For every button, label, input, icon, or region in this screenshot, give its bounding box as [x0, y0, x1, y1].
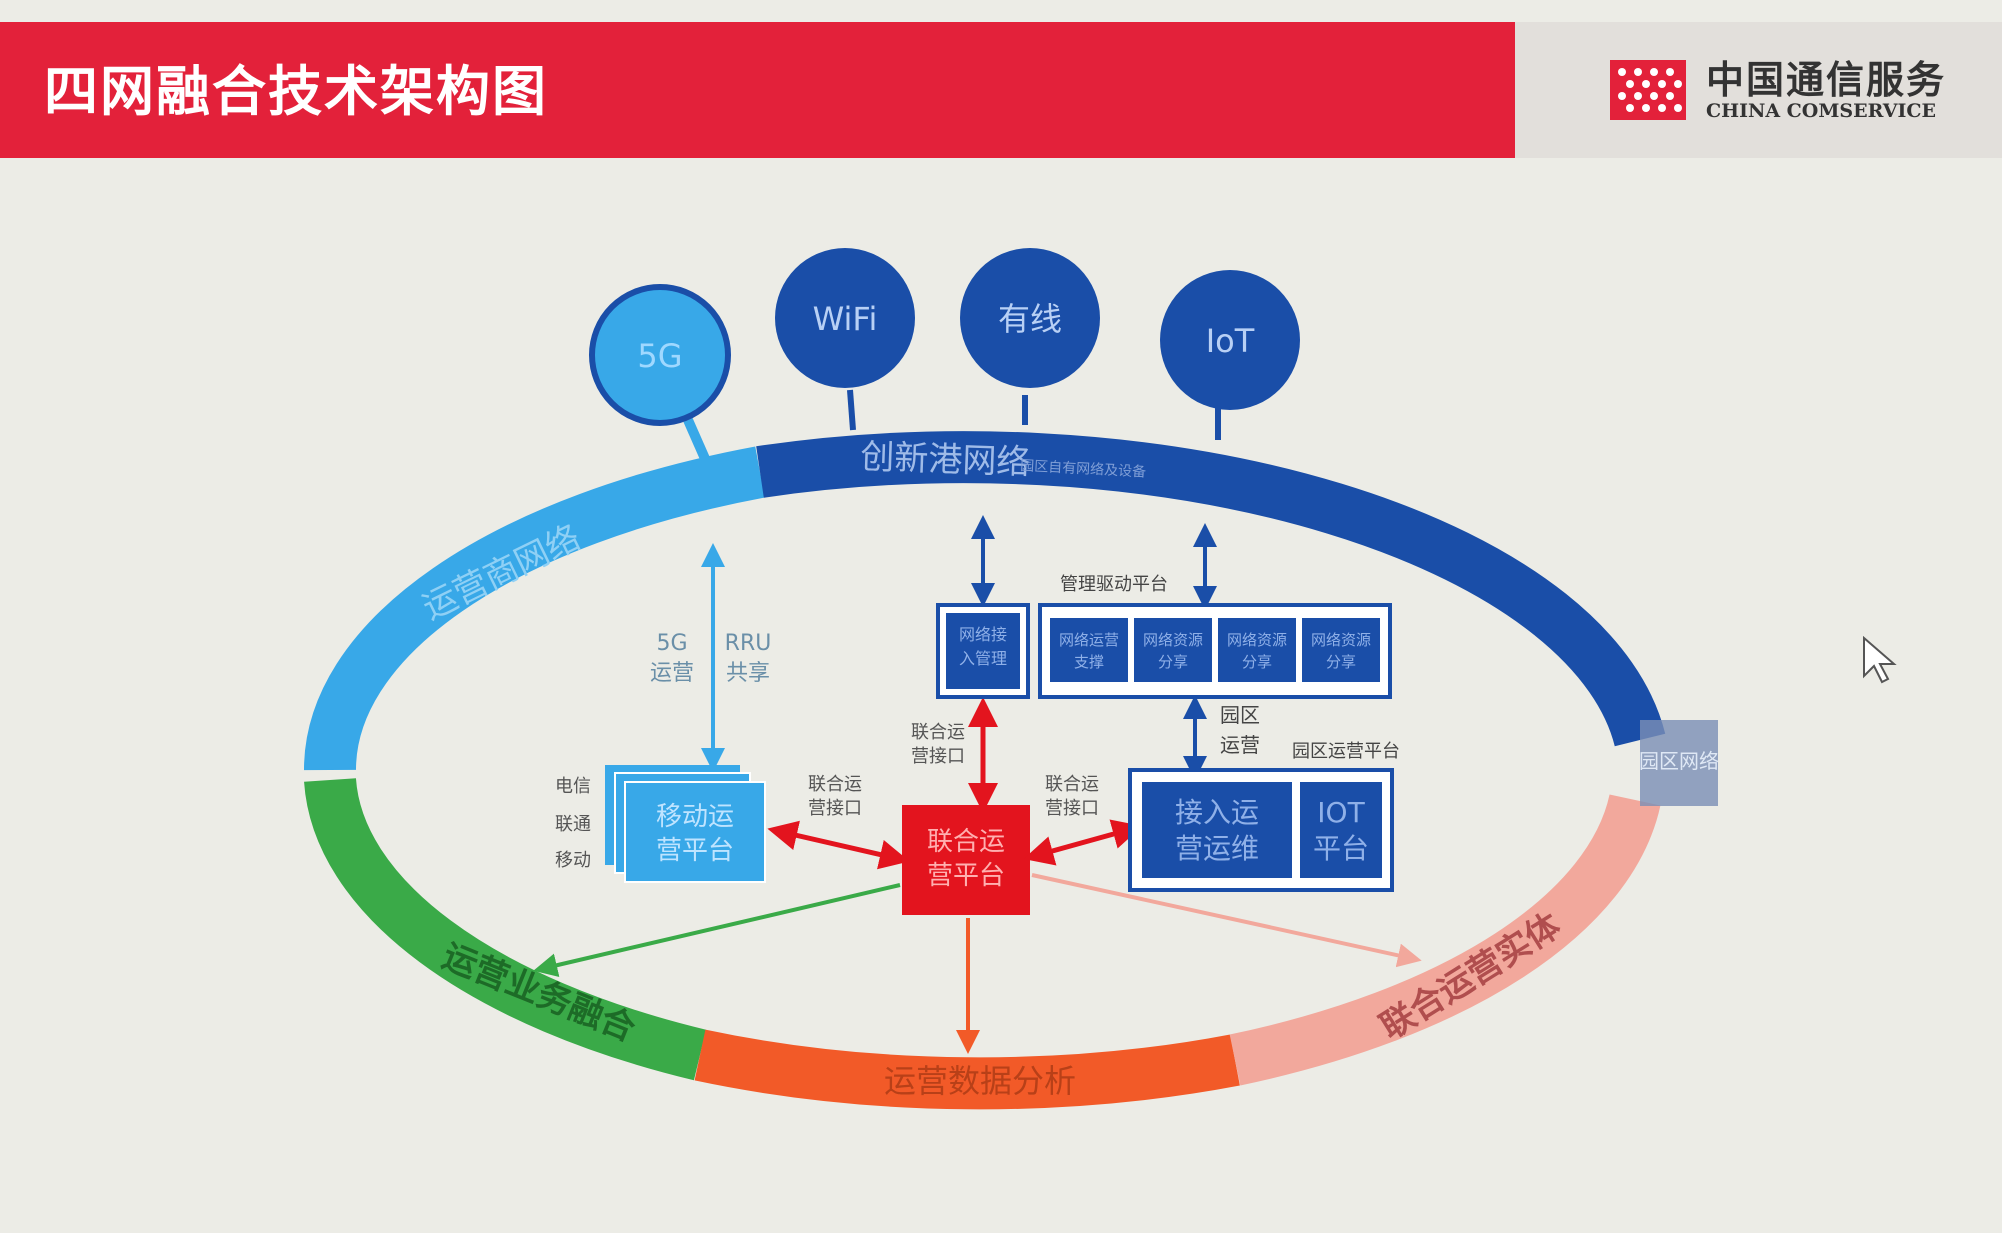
network-bubble-wifi	[775, 248, 915, 388]
joint-platform-label: 联合运营平台	[927, 827, 1005, 891]
joint-platform-box	[902, 805, 1030, 915]
ring-label-top: 创新港网络	[860, 437, 1031, 483]
mgmt-cell-1	[1050, 618, 1128, 682]
network-label-5g: 5G	[637, 337, 682, 375]
access-mgmt-label: 网络接入管理	[959, 625, 1007, 668]
mgmt-cell-3-label: 网络资源分享	[1227, 631, 1287, 671]
ring-left-operator-network	[303, 446, 765, 771]
carrier-unicom: 联通	[555, 814, 591, 835]
ring-bottom-right-entity	[1229, 793, 1661, 1086]
network-label-wifi: WiFi	[813, 300, 878, 338]
page-title: 四网融合技术架构图	[44, 60, 548, 123]
link-joint-to-entity	[1031, 873, 1422, 968]
mgmt-cell-2	[1134, 618, 1212, 682]
mouse-cursor-icon	[1863, 636, 1897, 684]
carrier-mobile: 移动	[555, 850, 591, 871]
header-bar	[0, 22, 1515, 158]
link-joint-to-mobile	[767, 820, 910, 870]
network-bubble-iot	[1160, 270, 1300, 410]
network-bubble-wired	[960, 248, 1100, 388]
logo-chinese-name: 中国通信服务	[1706, 58, 1947, 102]
mgmt-platform-label: 管理驱动平台	[1060, 574, 1168, 595]
joint-iface-label-top: 联合运营接口	[911, 722, 965, 767]
mobile-platform-label: 移动运营平台	[656, 802, 734, 866]
ring-bottom-left-business	[304, 777, 707, 1081]
link-joint-to-iot	[1023, 819, 1143, 866]
carrier-telecom: 电信	[555, 776, 591, 797]
connector-5g	[683, 417, 715, 473]
joint-iface-label-right: 联合运营接口	[1045, 774, 1099, 819]
network-label-wired: 有线	[998, 300, 1062, 338]
mobile-platform-box	[624, 781, 766, 883]
mgmt-cell-2-label: 网络资源分享	[1143, 631, 1203, 671]
connector-wifi	[847, 389, 856, 431]
logo-english-name: CHINA COMSERVICE	[1706, 100, 1936, 122]
china-comservice-logo-icon	[1610, 60, 1686, 120]
park-network-tag	[1640, 720, 1718, 806]
mgmt-cell-3	[1218, 618, 1296, 682]
access-ops-label: 接入运营运维	[1175, 796, 1259, 865]
access-ops-box	[1142, 782, 1292, 878]
ring-label-bottom-right: 联合运营实体	[1374, 906, 1568, 1048]
logo-area	[1515, 22, 2002, 158]
network-label-iot: IoT	[1206, 322, 1255, 360]
park-network-tag-label: 园区网络	[1639, 749, 1719, 773]
mgmt-cell-4-label: 网络资源分享	[1311, 631, 1371, 671]
ring-label-top-sub: 园区自有网络及设备	[1020, 457, 1147, 481]
network-bubble-5g	[589, 284, 731, 426]
ring-top-innovation-network	[756, 431, 1666, 747]
iot-platform-box	[1300, 782, 1382, 878]
mgmt-cell-4	[1302, 618, 1380, 682]
mgmt-cell-1-label: 网络运营支撑	[1059, 631, 1119, 671]
ring-label-bottom: 运营数据分析	[884, 1062, 1076, 1100]
joint-iface-label-left: 联合运营接口	[808, 774, 862, 819]
access-mgmt-inner	[946, 613, 1020, 689]
park-ops-label: 园区运营	[1220, 703, 1260, 757]
park-platform-label: 园区运营平台	[1292, 741, 1400, 762]
ring-bottom-data-analysis	[694, 1029, 1240, 1110]
link-joint-to-business	[533, 883, 901, 977]
